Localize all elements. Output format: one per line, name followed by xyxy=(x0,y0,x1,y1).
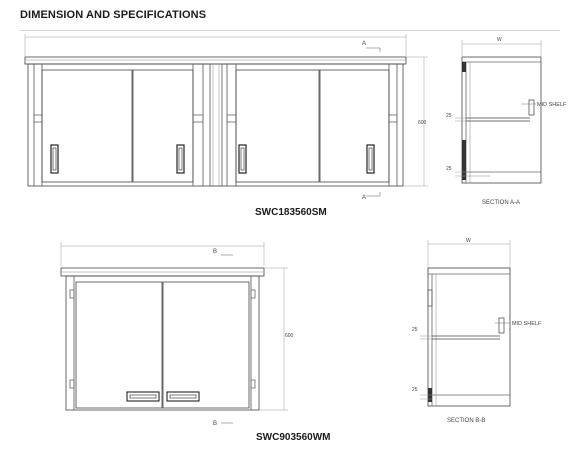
section-b-b-view xyxy=(420,240,511,407)
section-marker-b-bottom: B xyxy=(213,421,217,427)
section-b-shelf-gap-label: 25 xyxy=(412,327,418,333)
section-a-shelf-gap-label: 25 xyxy=(446,113,452,119)
section-b-base-gap-label: 25 xyxy=(412,387,418,393)
title-divider xyxy=(20,30,560,31)
height-label-b: 600 xyxy=(285,333,294,339)
section-marker-a-top: A xyxy=(362,41,366,47)
section-a-width-label: W xyxy=(497,37,502,43)
page-title: DIMENSION AND SPECIFICATIONS xyxy=(20,9,207,21)
cabinet-front-elevation-a xyxy=(24,34,428,197)
section-b-title: SECTION B-B xyxy=(447,418,485,424)
section-a-mid-shelf-label: MID SHELF xyxy=(537,102,567,108)
section-marker-a-bottom: A xyxy=(362,195,366,201)
section-a-title: SECTION A-A xyxy=(482,200,520,206)
model-name-b: SWC903560WM xyxy=(256,432,331,443)
section-marker-b-top: B xyxy=(213,249,217,255)
model-name-a: SWC183560SM xyxy=(255,207,327,218)
section-a-base-gap-label: 25 xyxy=(446,166,452,172)
cabinet-front-elevation-b xyxy=(60,242,288,424)
section-a-a-view xyxy=(455,40,542,184)
section-b-mid-shelf-label: MID SHELF xyxy=(512,321,542,327)
height-label-a: 600 xyxy=(418,120,427,126)
section-b-width-label: W xyxy=(466,238,471,244)
